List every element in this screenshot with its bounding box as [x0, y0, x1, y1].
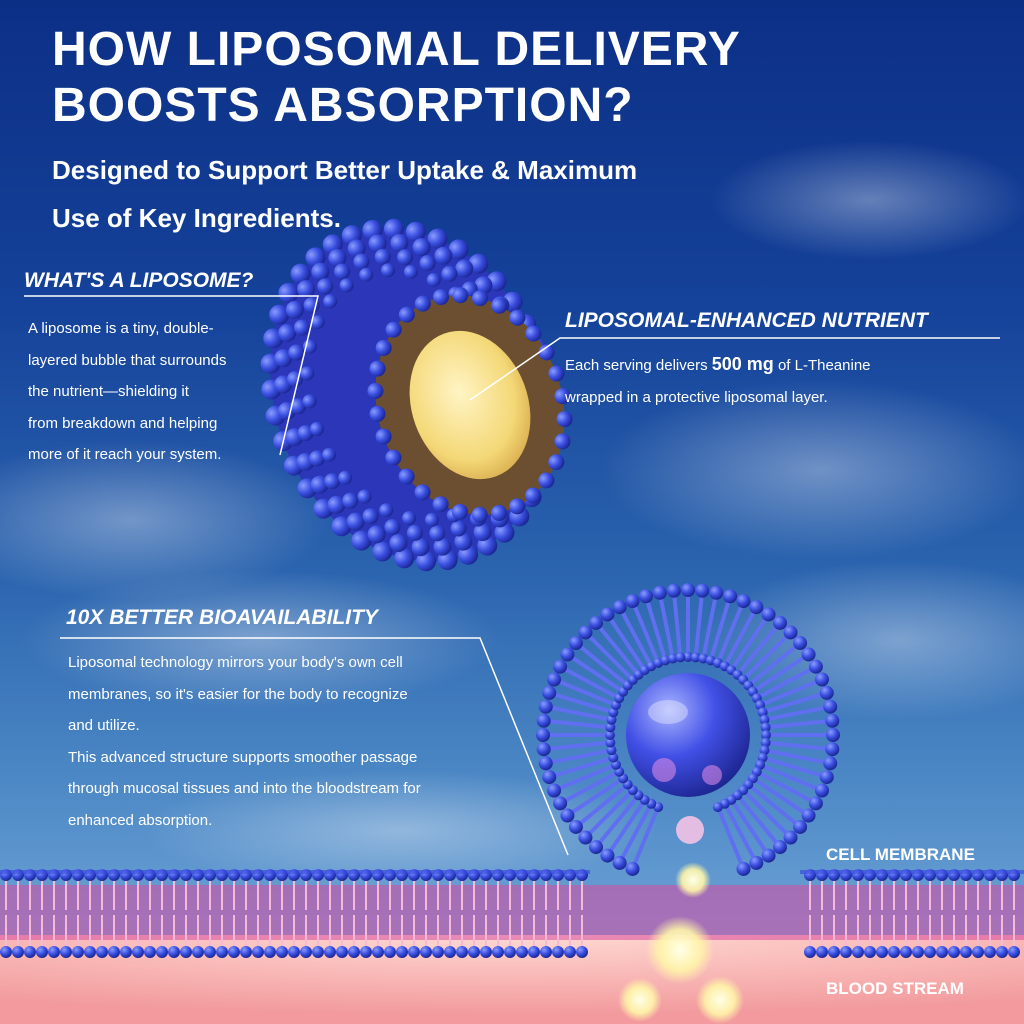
- text-line: layered bubble that surrounds: [28, 351, 227, 369]
- title-line-2: BOOSTS ABSORPTION?: [52, 79, 634, 132]
- cell-membrane: [0, 869, 1024, 958]
- bioavailability-heading: 10X BETTER BIOAVAILABILITY: [66, 606, 378, 629]
- text-line: This advanced structure supports smoothe…: [68, 748, 418, 766]
- cell-membrane-label: CELL MEMBRANE: [826, 845, 975, 864]
- liposome-heading: WHAT'S A LIPOSOME?: [24, 269, 254, 292]
- callout-lines: [24, 295, 1000, 856]
- liposome-description: A liposome is a tiny, double- layered bu…: [28, 313, 288, 471]
- text-line: Liposomal technology mirrors your body's…: [68, 654, 403, 671]
- text-line: the nutrient—shielding it: [28, 383, 189, 400]
- text-line: Each serving delivers 500 mg of L-Theani…: [565, 349, 985, 382]
- text-line: A liposome is a tiny, double-: [28, 320, 214, 337]
- absorbed-particles: [618, 816, 744, 1024]
- text-line: wrapped in a protective liposomal layer.: [565, 388, 828, 406]
- text-line: from breakdown and helping: [28, 414, 218, 432]
- page-subtitle: Designed to Support Better Uptake & Maxi…: [52, 146, 952, 242]
- text-pre: Each serving delivers: [565, 357, 712, 374]
- text-line: more of it reach your system.: [28, 446, 222, 463]
- text-line: enhanced absorption.: [68, 811, 213, 829]
- text-post: of L-Theanine: [773, 357, 871, 374]
- subtitle-line-1: Designed to Support Better Uptake & Maxi…: [52, 155, 638, 185]
- clouds: [0, 140, 1024, 890]
- bioavailability-description: Liposomal technology mirrors your body's…: [68, 647, 508, 836]
- page-title: HOW LIPOSOMAL DELIVERY BOOSTS ABSORPTION…: [52, 22, 1012, 134]
- text-line: membranes, so it's easier for the body t…: [68, 685, 408, 703]
- vesicle: [536, 583, 840, 876]
- subtitle-line-2: Use of Key Ingredients.: [52, 203, 341, 233]
- title-line-1: HOW LIPOSOMAL DELIVERY: [52, 23, 741, 76]
- dose-amount: 500 mg: [711, 354, 774, 374]
- blood-stream-label: BLOOD STREAM: [826, 979, 964, 998]
- liposome-cutaway: [260, 218, 573, 572]
- text-line: and utilize.: [68, 717, 140, 734]
- nutrient-description: Each serving delivers 500 mg of L-Theani…: [565, 349, 985, 413]
- text-line: through mucosal tissues and into the blo…: [68, 780, 421, 797]
- nutrient-heading: LIPOSOMAL-ENHANCED NUTRIENT: [565, 309, 928, 332]
